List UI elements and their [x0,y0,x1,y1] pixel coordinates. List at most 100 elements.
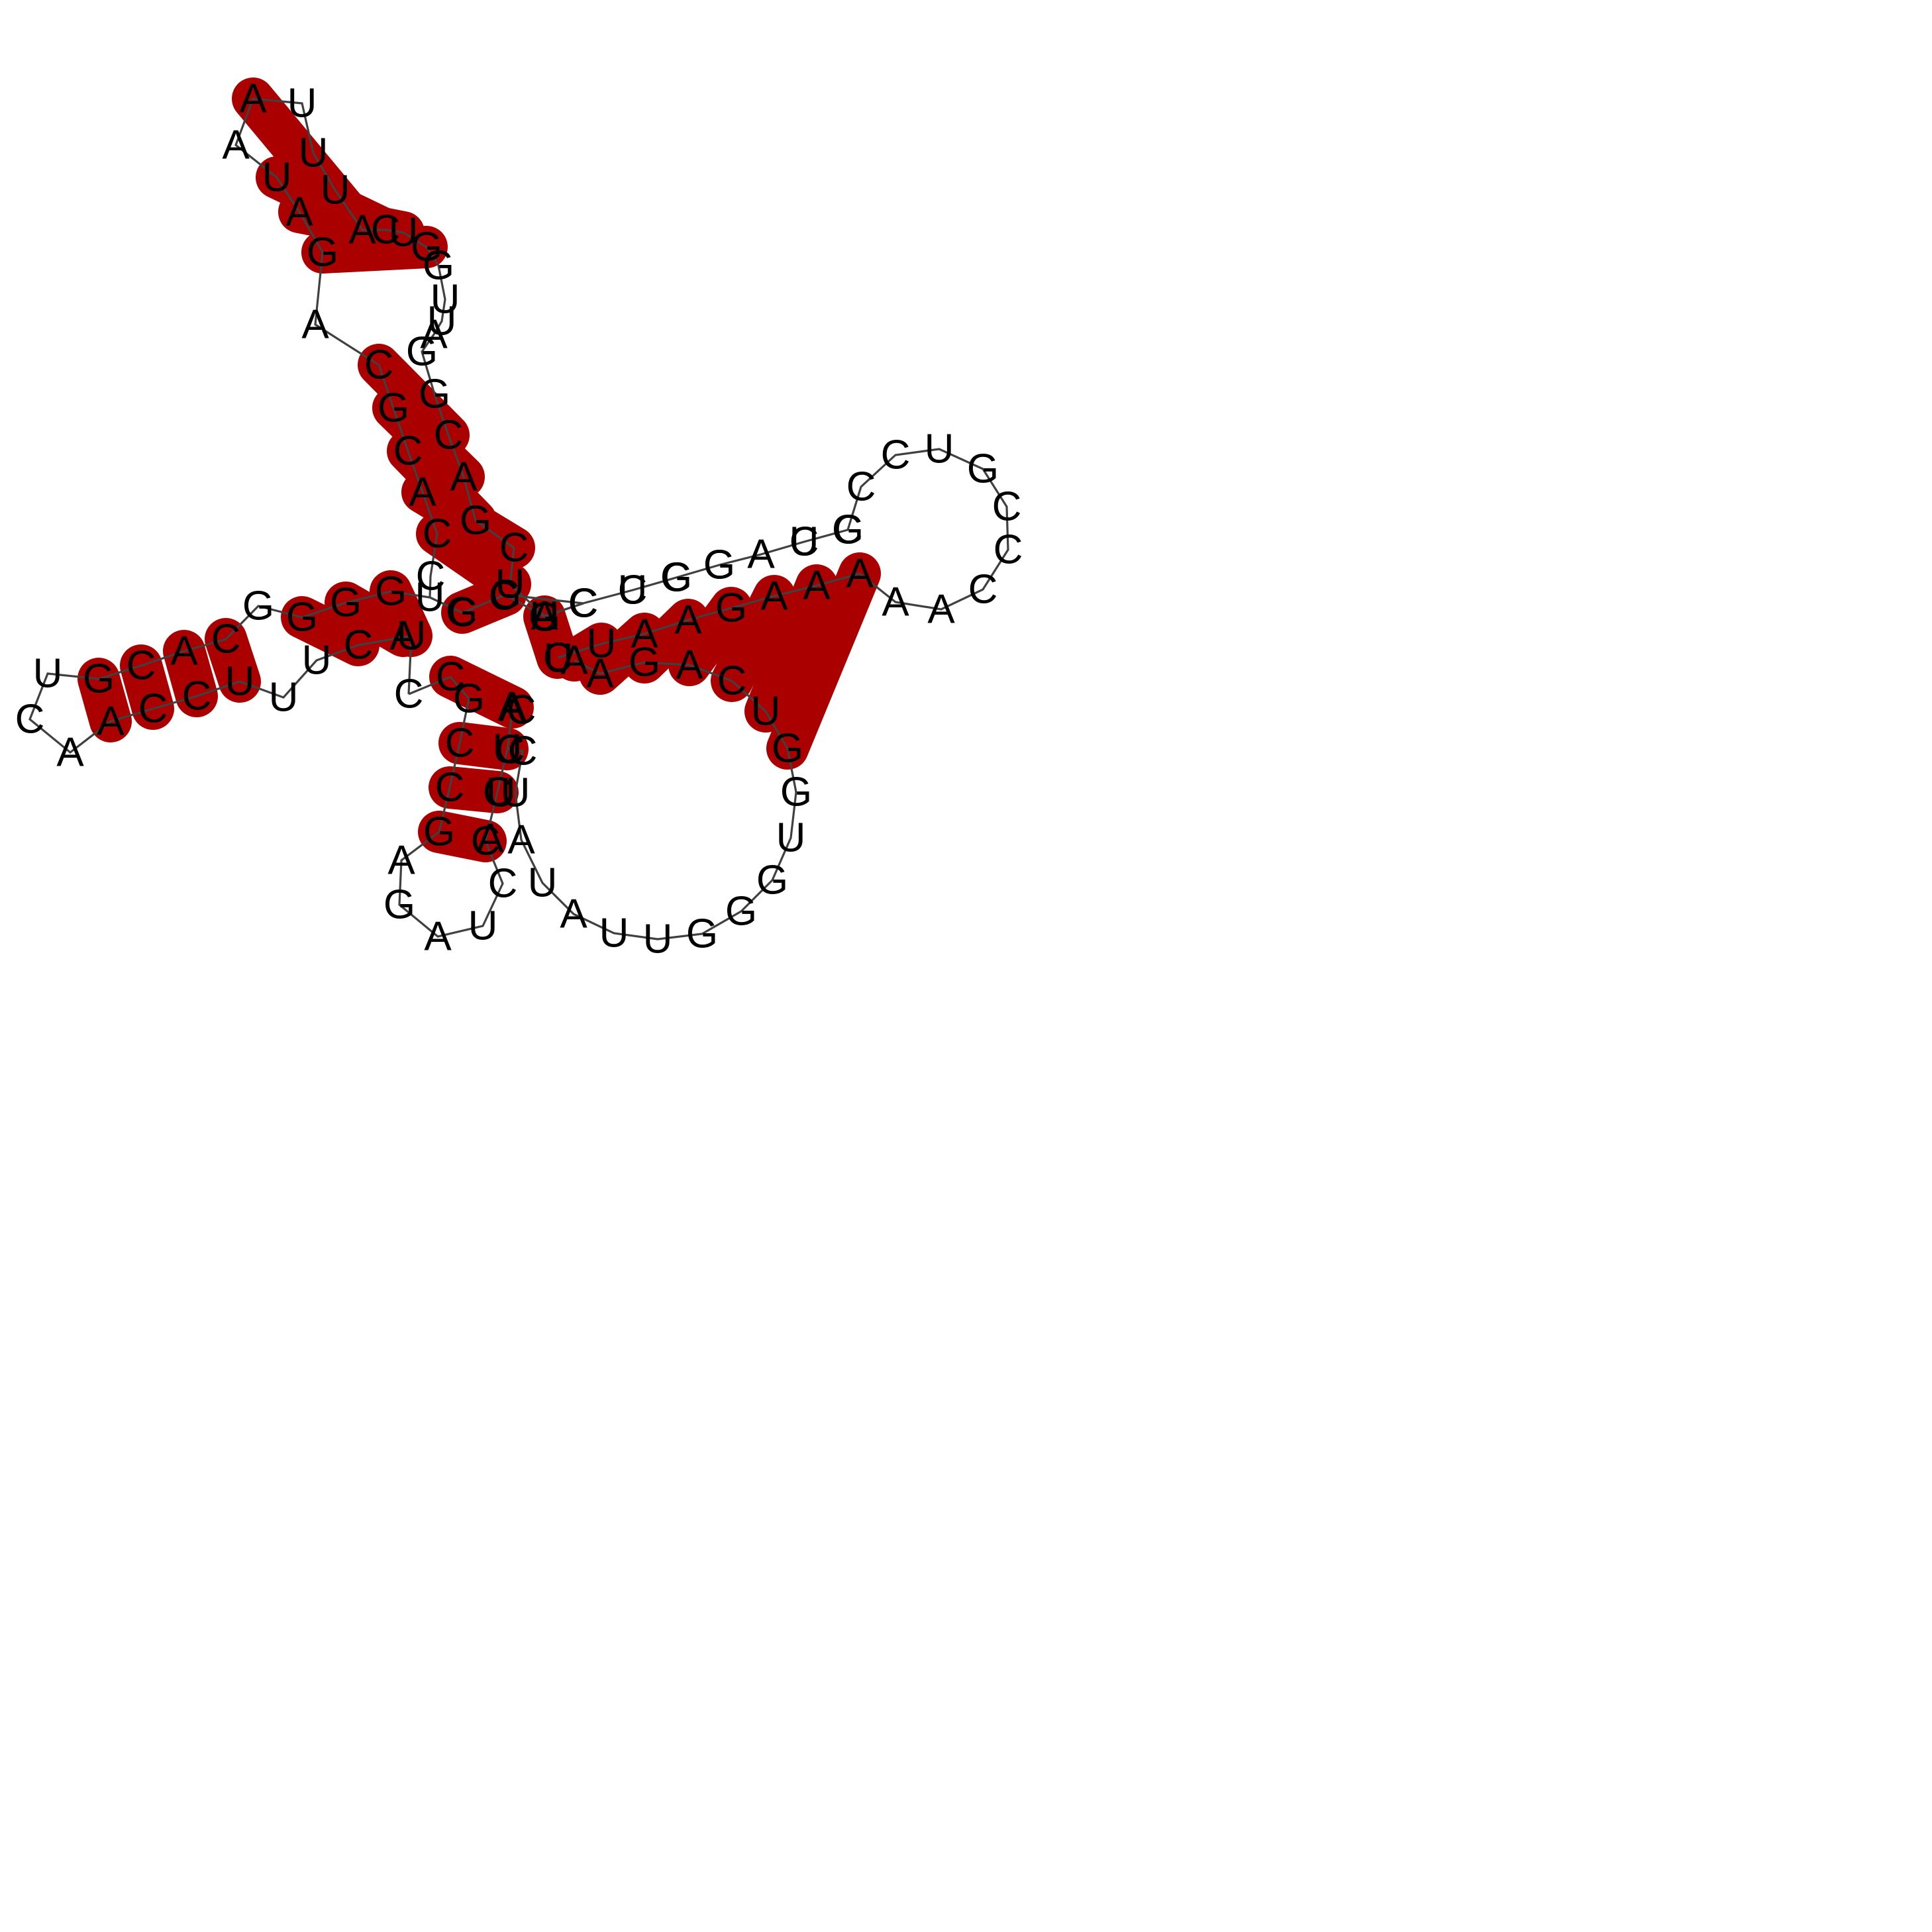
nucleotide-64: A [760,574,788,619]
base-pair-14 [120,644,174,730]
nucleotide-55: U [925,427,954,472]
backbone-segment-6 [234,97,584,617]
base-pair-28 [232,77,383,251]
nucleotide-68: U [587,621,617,667]
base-pair-6 [553,623,623,682]
nucleotide-104: U [287,81,317,127]
nucleotide-11: C [488,861,518,907]
base-pair-20 [416,513,531,605]
nucleotide-129: C [833,507,863,553]
nucleotide-115: G [406,329,438,375]
nucleotide-92: C [416,554,446,599]
base-pair-1 [438,722,529,770]
nucleotide-38: A [497,684,525,730]
nucleotide-65: G [715,585,747,631]
base-pair-13 [77,658,132,742]
backbone-segment-4 [28,590,431,754]
nucleotide-105: U [299,130,329,176]
nucleotide-99: G [307,230,338,276]
nucleotide-48: C [662,555,691,601]
base-pair-8 [623,599,709,684]
nucleotide-118: A [450,454,478,500]
nucleotide-121: U [495,562,525,607]
nucleotide-4: C [445,721,475,766]
nucleotide-36: U [501,770,531,816]
nucleotide-108: C [371,207,401,253]
base-pair-12 [766,552,881,770]
nucleotide-123: C [569,581,599,627]
nucleotide-20: A [586,651,614,697]
nucleotide-32: U [599,911,629,956]
nucleotide-127: A [747,532,775,578]
nucleotide-75: U [269,675,299,721]
nucleotide-15: A [499,685,527,731]
base-pair-2 [429,766,519,813]
nucleotide-53: C [846,464,876,510]
nucleotide-34: U [528,860,558,906]
backbone-segment-1 [507,659,797,941]
nucleotide-2: C [436,654,466,700]
nucleotide-63: A [803,563,831,609]
nucleotide-37: C [508,729,538,774]
nucleotide-33: A [560,891,587,937]
nucleotide-72: A [389,613,417,659]
nucleotide-122: A [531,593,558,639]
nucleotide-71: U [397,613,427,659]
nucleotide-21: G [629,640,660,686]
nucleotide-26: G [780,770,812,815]
nucleotide-43: G [446,589,478,635]
nucleotide-112: U [431,277,460,323]
nucleotide-59: C [968,567,998,613]
nucleotide-14: U [493,727,523,772]
nucleotide-102: A [222,123,250,168]
nucleotide-97: C [364,342,394,388]
nucleotide-12: C [471,819,501,864]
nucleotide-94: A [409,470,436,515]
nucleotide-114: A [420,312,448,358]
nucleotide-74: U [302,638,332,684]
nucleotide-85: A [170,629,198,674]
nucleotide-69: C [543,635,573,681]
nucleotide-29: G [725,889,757,935]
nucleotide-10: U [468,903,498,949]
nucleotide-81: C [15,697,45,742]
nucleotide-120: C [499,525,529,571]
base-pair-16 [205,618,261,703]
nucleotide-91: U [415,575,445,621]
nucleotide-19: A [560,638,588,684]
backbone-lines [28,97,1009,941]
nucleotide-107: A [348,207,376,253]
backbone-segment-0 [398,676,514,938]
nucleotide-60: A [927,587,955,633]
nucleotide-7: A [387,838,415,884]
nucleotide-87: G [242,584,274,629]
nucleotide-86: C [211,617,241,662]
nucleotide-58: C [993,527,1023,573]
nucleotide-89: G [330,580,362,626]
nucleotide-90: G [375,569,407,615]
nucleotide-77: C [182,674,212,719]
nucleotide-51: C [789,519,819,565]
nucleotide-117: C [434,413,464,458]
nucleotide-17: G [489,572,521,618]
base-pair-15 [163,630,218,717]
nucleotide-27: U [776,815,806,861]
nucleotide-57: C [992,484,1022,530]
nucleotide-18: U [530,594,560,640]
nucleotide-128: U [789,519,819,565]
nucleotide-76: U [225,659,255,705]
nucleotide-39: A [476,816,504,862]
nucleotide-47: C [618,568,648,613]
nucleotide-125: G [660,555,692,601]
nucleotide-84: C [127,643,156,689]
nucleotide-66: A [674,597,702,643]
nucleotide-116: G [419,372,450,417]
nucleotide-52: G [832,507,864,553]
base-pair-11 [744,564,838,733]
nucleotide-88: G [286,595,318,640]
nucleotide-1: C [394,672,424,717]
nucleotide-111: G [423,243,454,289]
nucleotide-22: A [676,642,703,688]
base-pair-17 [281,596,380,666]
nucleotide-73: C [344,623,374,668]
